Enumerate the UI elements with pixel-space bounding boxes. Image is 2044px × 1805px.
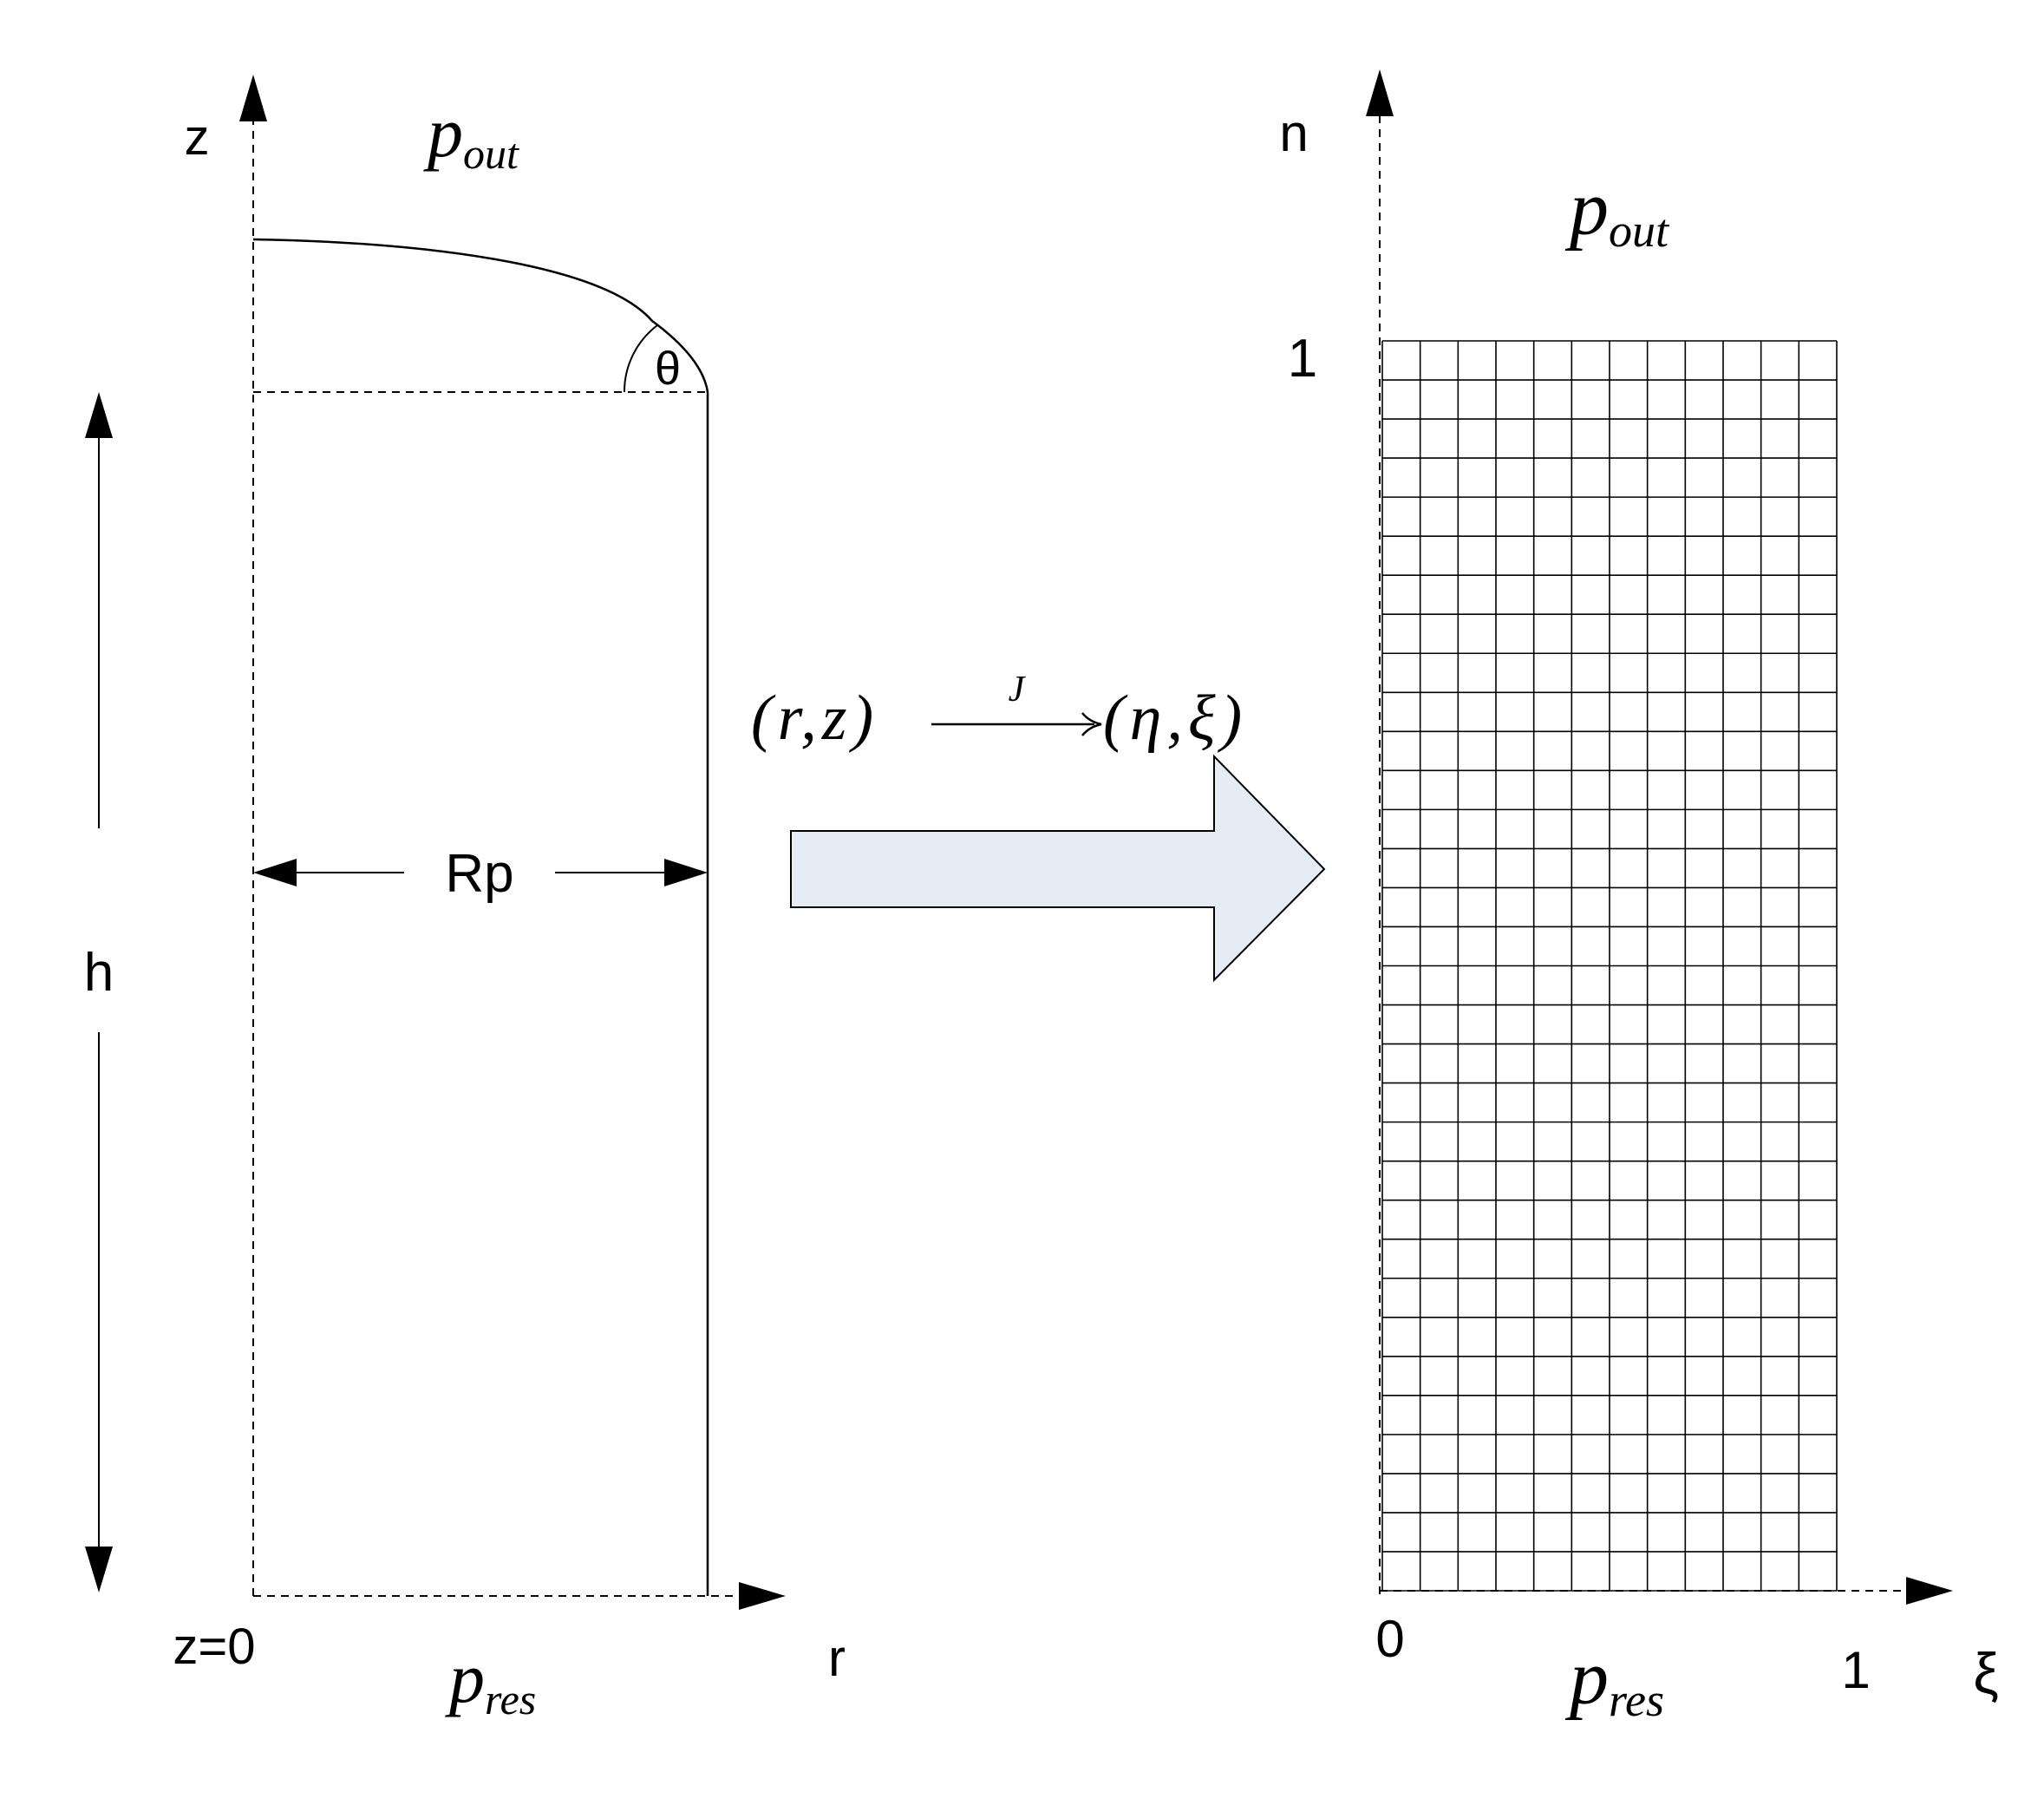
mapping-source: (r,z): [751, 683, 878, 754]
r-axis-arrowhead: [739, 1582, 786, 1610]
p-out-left: pout: [423, 93, 519, 178]
rp-arrowhead-right: [664, 859, 708, 886]
computational-domain: n ξ 1 0 1 pout pres: [1279, 69, 1999, 1726]
transform-arrow: [790, 754, 1326, 983]
physical-domain: z r z=0 θ Rp h pout pres: [84, 75, 846, 1723]
meniscus-curve: [252, 238, 709, 393]
tick-top: 1: [1288, 329, 1317, 389]
rp-label: Rp: [445, 844, 513, 904]
r-axis-label: r: [828, 1629, 846, 1687]
contact-angle-arc: [623, 324, 658, 393]
h-arrowhead-bottom: [85, 1547, 113, 1592]
origin-label: z=0: [173, 1619, 255, 1675]
tick-origin: 0: [1375, 1610, 1404, 1668]
xi-axis-arrowhead: [1906, 1577, 1953, 1605]
mapping: (r,z) J (η,ξ): [751, 670, 1326, 983]
n-axis-label: n: [1279, 104, 1308, 162]
tick-right: 1: [1841, 1641, 1870, 1699]
mapping-operator: J: [1009, 670, 1027, 710]
p-res-right: pres: [1564, 1635, 1664, 1726]
p-out-right: pout: [1564, 166, 1670, 257]
theta-label: θ: [655, 343, 681, 395]
h-arrowhead-top: [85, 392, 113, 438]
n-axis-arrowhead: [1366, 69, 1394, 116]
z-axis-label: z: [185, 109, 210, 166]
mapping-target: (η,ξ): [1103, 683, 1247, 754]
h-label: h: [84, 943, 114, 1003]
rp-arrowhead-left: [253, 859, 297, 886]
z-axis-arrowhead: [239, 75, 267, 121]
xi-axis-label: ξ: [1973, 1641, 1999, 1705]
mesh-grid: [1381, 340, 1838, 1592]
mapping-arrowhead: [1081, 712, 1102, 736]
p-res-left: pres: [445, 1638, 536, 1723]
